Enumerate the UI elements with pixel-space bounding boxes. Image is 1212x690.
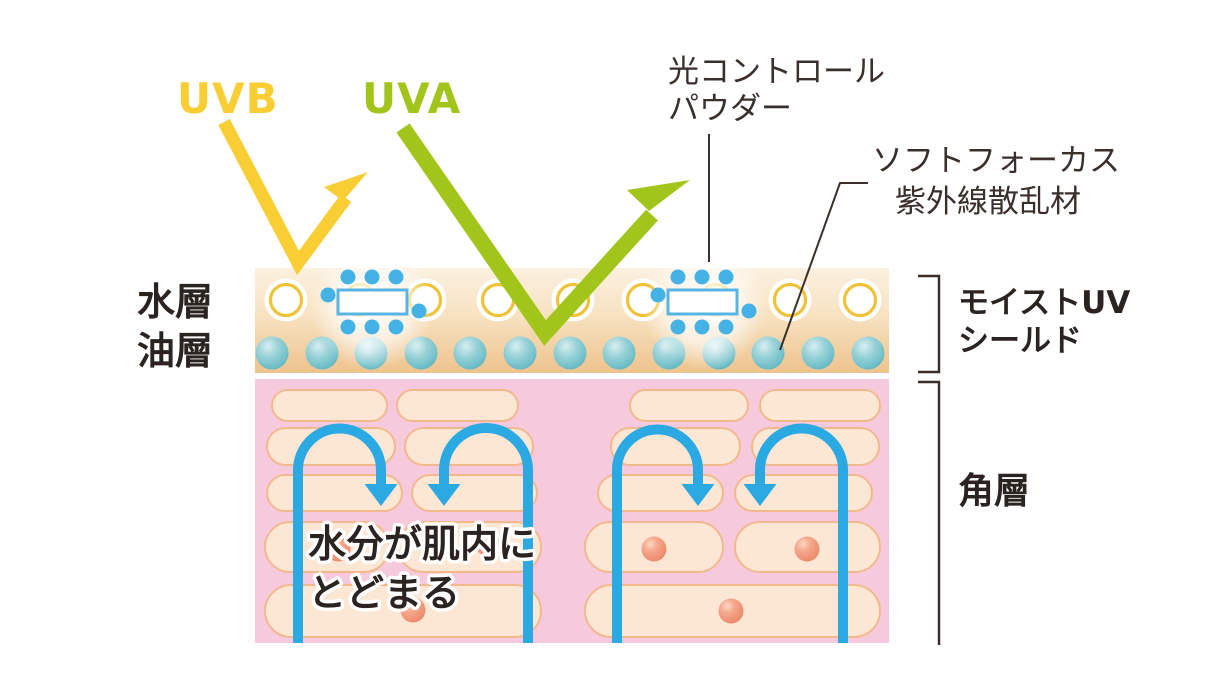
- uva-label: UVA: [362, 74, 461, 123]
- stratum-corneum-label: 角層: [958, 471, 1030, 512]
- scatter-dots: [650, 269, 757, 335]
- moisture-caption-line2: とどまる: [308, 571, 460, 615]
- shield-label-line2: シールド: [958, 323, 1082, 359]
- soft-focus-label-line2: 紫外線散乱材: [895, 184, 1081, 220]
- light-control-powder-cluster-left: [320, 269, 427, 335]
- soft-focus-label-line1: ソフトフォーカス: [872, 143, 1120, 179]
- powder-plate: [666, 288, 739, 316]
- powder-label-line2: パウダー: [668, 91, 792, 127]
- scatter-dots: [320, 269, 427, 335]
- stratum-corneum-bracket: [918, 380, 941, 645]
- moisture-circulation-arrows: [293, 423, 848, 643]
- uvb-ray: UVB: [177, 74, 368, 276]
- moisture-droplets: [325, 530, 820, 624]
- stratum-corneum-layer: 水分が肌内に とどまる: [255, 379, 889, 643]
- powder-label-line1: 光コントロール: [668, 54, 885, 90]
- powder-plate: [336, 288, 409, 316]
- light-control-powder-cluster-right: [650, 269, 757, 335]
- uvb-ray-path: [218, 118, 352, 276]
- uva-ray-path: [396, 123, 658, 346]
- uvb-arrowhead-icon: [324, 172, 368, 201]
- shield-label-line1: モイストUV: [958, 285, 1130, 321]
- uva-ray: UVA: [362, 74, 690, 346]
- scatter-material-leader-line: [779, 182, 868, 351]
- moist-uv-shield-label: モイストUV シールド: [958, 285, 1130, 359]
- light-control-powder-label: 光コントロール パウダー: [668, 54, 885, 127]
- soft-focus-label: ソフトフォーカス 紫外線散乱材: [872, 143, 1120, 220]
- uva-arrowhead-icon: [627, 180, 690, 211]
- water-layer-label: 水層: [137, 280, 213, 324]
- corneocyte-cells: [264, 389, 881, 638]
- shield-bracket: [918, 274, 941, 374]
- moisture-caption: 水分が肌内に とどまる: [305, 519, 540, 619]
- oil-layer-label: 油層: [137, 329, 213, 373]
- moisture-caption-line1: 水分が肌内に: [308, 522, 536, 566]
- uvb-label: UVB: [177, 74, 279, 123]
